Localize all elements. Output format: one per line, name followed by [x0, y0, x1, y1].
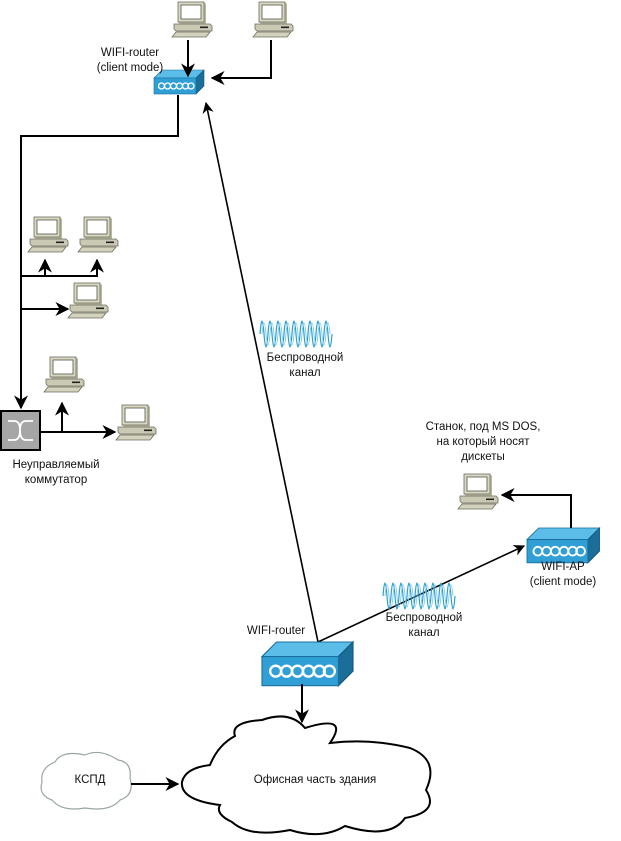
- label-line: Беспроводной: [385, 612, 463, 624]
- switch-label: Неуправляемый коммутатор: [0, 458, 112, 488]
- label-line: канал: [289, 367, 321, 379]
- wireless-wave-icon: [259, 320, 333, 348]
- wireless-wave-icon: [382, 582, 456, 610]
- pc-icon: [171, 1, 213, 38]
- ap-label: WIFI-AP (client mode): [518, 560, 608, 590]
- main-router-label: WIFI-router: [246, 625, 306, 637]
- pc-icon: [115, 404, 157, 441]
- label-line: Станок, под MS DOS,: [425, 421, 541, 433]
- pc-icon: [77, 216, 119, 253]
- cloud-icon: [40, 751, 132, 810]
- link-ap-to-machine: [500, 488, 572, 528]
- label-line: (client mode): [96, 62, 164, 74]
- label-line: Беспроводной: [266, 352, 344, 364]
- pc-icon: [67, 282, 109, 319]
- label-line: WIFI-AP: [541, 561, 585, 573]
- label-line: канал: [408, 627, 440, 639]
- machine-label: Станок, под MS DOS, на который носят дис…: [413, 420, 553, 465]
- label-line: коммутатор: [24, 474, 88, 486]
- wifi-router-icon: [526, 527, 601, 564]
- pc-icon: [43, 356, 85, 393]
- label-line: на который носят: [436, 436, 530, 448]
- kspd-cloud-label: КСПД: [74, 774, 106, 786]
- link-top-router-to-switch: [14, 95, 179, 410]
- wireless-link-label: Беспроводной канал: [374, 611, 474, 641]
- wireless-link-label: Беспроводной канал: [255, 351, 355, 381]
- pc-icon: [252, 1, 294, 38]
- switch-icon: [0, 410, 41, 451]
- top-router-label: WIFI-router (client mode): [80, 46, 180, 76]
- pc-icon: [457, 473, 499, 510]
- label-line: (client mode): [529, 576, 597, 588]
- label-line: WIFI-router: [100, 47, 160, 59]
- label-line: Неуправляемый: [12, 459, 100, 471]
- wireless-link-main-to-top-router: [202, 101, 319, 643]
- link-pc2-to-top-router: [210, 40, 272, 85]
- link-bus-to-pc: [21, 258, 104, 277]
- wifi-router-icon: [260, 640, 355, 687]
- pc-icon: [27, 216, 69, 253]
- office-cloud-label: Офисная часть здания: [253, 774, 377, 786]
- cloud-icon: [180, 715, 432, 836]
- link-switch-to-pc: [40, 401, 69, 433]
- label-line: дискеты: [461, 451, 505, 463]
